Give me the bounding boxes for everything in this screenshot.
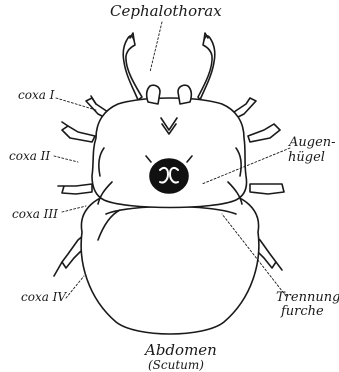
label-trennungsfurche-line1: Trennungs [276, 291, 339, 304]
leg-coxa-3-left [58, 184, 92, 194]
label-cephalothorax: Cephalothorax [110, 4, 222, 19]
label-abdomen-line2: (Scutum) [148, 359, 204, 371]
leg-coxa-3-right [250, 184, 284, 194]
leader-coxa-3 [62, 206, 86, 212]
palp-left [147, 85, 160, 104]
label-coxa-2: coxa II [9, 150, 50, 162]
leg-coxa-2-right [248, 124, 280, 142]
label-trennungsfurche-line2: furche [281, 305, 324, 318]
leader-cephalothorax [150, 22, 162, 72]
label-abdomen-line1: Abdomen [145, 343, 217, 358]
leader-coxa-2 [54, 156, 78, 162]
chelicera-left [123, 33, 142, 100]
leg-coxa-2-left [62, 122, 95, 142]
label-coxa-4: coxa IV [21, 291, 66, 303]
chelicera-right [198, 33, 215, 100]
label-coxa-3: coxa III [12, 208, 58, 220]
label-augenhugel-line2: hügel [288, 151, 325, 164]
label-coxa-1: coxa I [18, 89, 54, 101]
leader-coxa-4 [66, 276, 84, 298]
palp-right [178, 85, 191, 104]
abdomen-scutum [81, 191, 259, 335]
label-augenhugel-line1: Augen- [289, 136, 336, 149]
